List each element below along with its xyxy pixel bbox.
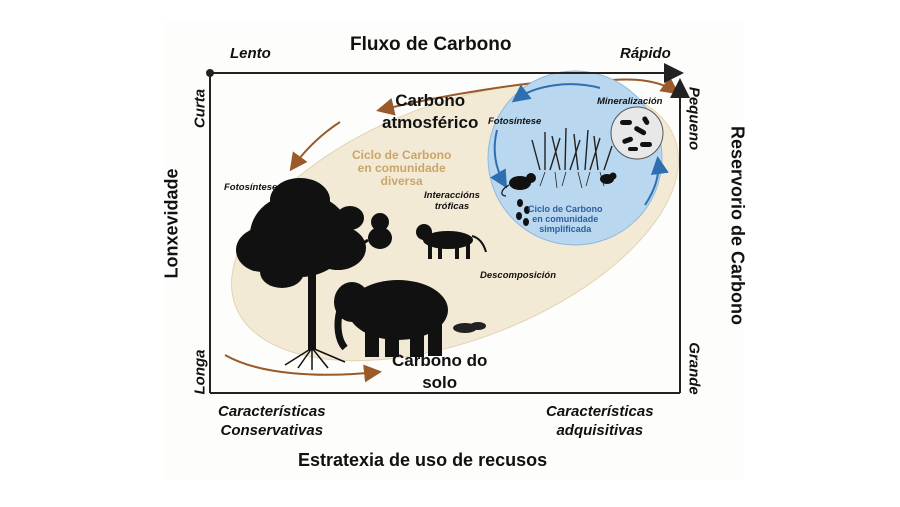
simplified-arrow-left [490,129,508,189]
dung-icon [453,322,486,333]
diverse-cycle-label: Ciclo de Carbono en comunidade diversa [352,149,451,188]
conservative-traits-label: Características Conservativas [218,402,326,440]
trophic-interactions-line1: Interaccións [424,190,480,201]
photosynthesis-right-label: Fotosíntese [488,116,542,127]
mouse-icon [501,173,536,197]
diverse-cycle-line3: diversa [380,174,423,188]
bottom-axis-title: Estratexia de uso de recusos [298,450,548,470]
acquisitive-traits-line2: adquisitivas [556,422,644,439]
mineralization-label: Mineralización [597,96,663,107]
microbe-circle [610,106,664,160]
elephant-icon [334,280,448,357]
top-left-label: Lento [230,45,271,62]
small-mouse-icon [600,172,617,184]
simplified-cycle-line3: simplificada [539,224,592,234]
trophic-interactions-line2: tróficas [434,201,470,212]
top-right-label: Rápido [620,45,671,62]
monkey-icon [351,213,392,264]
top-axis-title: Fluxo de Carbono [350,34,512,55]
left-bottom-label: Longa [191,349,209,395]
soil-carbon-label: Carbono do solo [392,350,487,394]
simplified-arrow-top [511,83,601,103]
soil-carbon-line1: Carbono do [392,351,488,370]
atmospheric-carbon-label: Carbono atmosférico [382,90,478,134]
cycle-arrow-left [289,121,341,172]
right-axis-title: Reservorio de Carbono [727,125,748,326]
droppings-icon [516,199,530,226]
acquisitive-traits-line1: Características [546,403,654,420]
lion-icon [416,224,487,259]
microbe-icon [620,116,652,151]
conservative-traits-line2: Conservativas [220,422,324,439]
decomposition-label: Descomposición [480,270,557,281]
simplified-cycle-line2: en comunidade [532,214,599,224]
right-bottom-label: Grande [685,342,703,395]
cycle-arrow-bottom [224,354,382,383]
left-top-label: Curta [191,88,209,129]
tree-icon [236,178,366,370]
soil-carbon-line2: solo [422,373,458,392]
diverse-cycle-line1: Ciclo de Carbono [352,148,452,162]
grass-icon [531,127,613,189]
atmospheric-carbon-line2: atmosférico [382,113,479,132]
simplified-cycle-label: Ciclo de Carbono en comunidade simplific… [528,204,603,234]
left-axis-title: Lonxevidade [161,168,182,279]
conservative-traits-line1: Características [218,403,326,420]
right-top-label: Pequeno [685,86,703,151]
simplified-arrow-right [644,156,669,206]
diverse-cycle-line2: en comunidade [357,161,446,175]
acquisitive-traits-label: Características adquisitivas [546,402,654,440]
photosynthesis-left-label: Fotosíntese [224,182,278,193]
trophic-interactions-label: Interaccións tróficas [424,190,480,212]
simplified-cycle-line1: Ciclo de Carbono [528,204,603,214]
atmospheric-carbon-line1: Carbono [395,91,466,110]
